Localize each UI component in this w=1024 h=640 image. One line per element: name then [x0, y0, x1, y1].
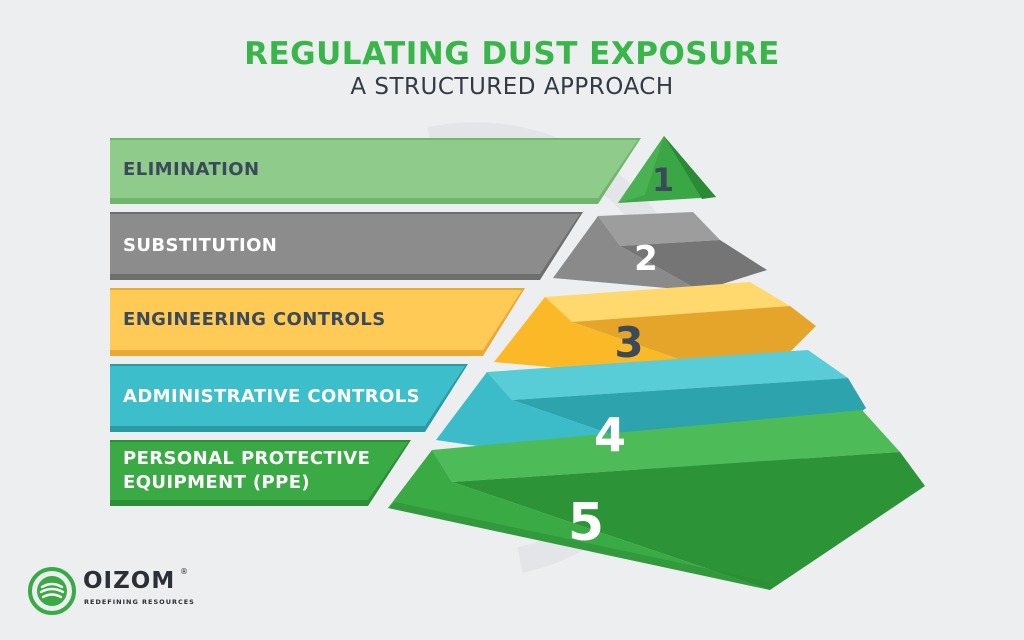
label-bar-engineering	[110, 288, 525, 356]
logo-wordmark: OIZOM	[83, 568, 176, 594]
level-label-ppe: PERSONAL PROTECTIVE EQUIPMENT (PPE)	[123, 448, 371, 493]
label-bar-elimination	[110, 138, 641, 204]
level-label-engineering-controls: ENGINEERING CONTROLS	[123, 309, 386, 330]
logo-registered-mark: ®	[180, 567, 188, 576]
tier-number-1: 1	[652, 161, 674, 199]
tier-number-3: 3	[614, 318, 643, 367]
oizom-logo-icon	[28, 567, 76, 615]
pyramid-tier-2	[553, 212, 767, 291]
label-bar-substitution	[110, 212, 583, 280]
page-title: REGULATING DUST EXPOSURE	[244, 36, 780, 72]
level-label-elimination: ELIMINATION	[123, 159, 260, 180]
tier-number-4: 4	[594, 408, 626, 462]
tier-number-2: 2	[634, 239, 658, 279]
level-label-substitution: SUBSTITUTION	[123, 235, 278, 256]
page-subtitle: A STRUCTURED APPROACH	[350, 74, 674, 100]
label-bar-administrative	[110, 364, 468, 432]
pyramid-tier-1	[618, 136, 716, 203]
pyramid-tier-5	[388, 410, 925, 590]
tier-number-5: 5	[568, 493, 604, 553]
level-label-administrative-controls: ADMINISTRATIVE CONTROLS	[123, 386, 420, 407]
logo-tagline: REDEFINING RESOURCES	[84, 598, 195, 606]
brand-logo: OIZOM ® REDEFINING RESOURCES	[28, 567, 228, 615]
label-bar-ppe	[110, 440, 411, 506]
